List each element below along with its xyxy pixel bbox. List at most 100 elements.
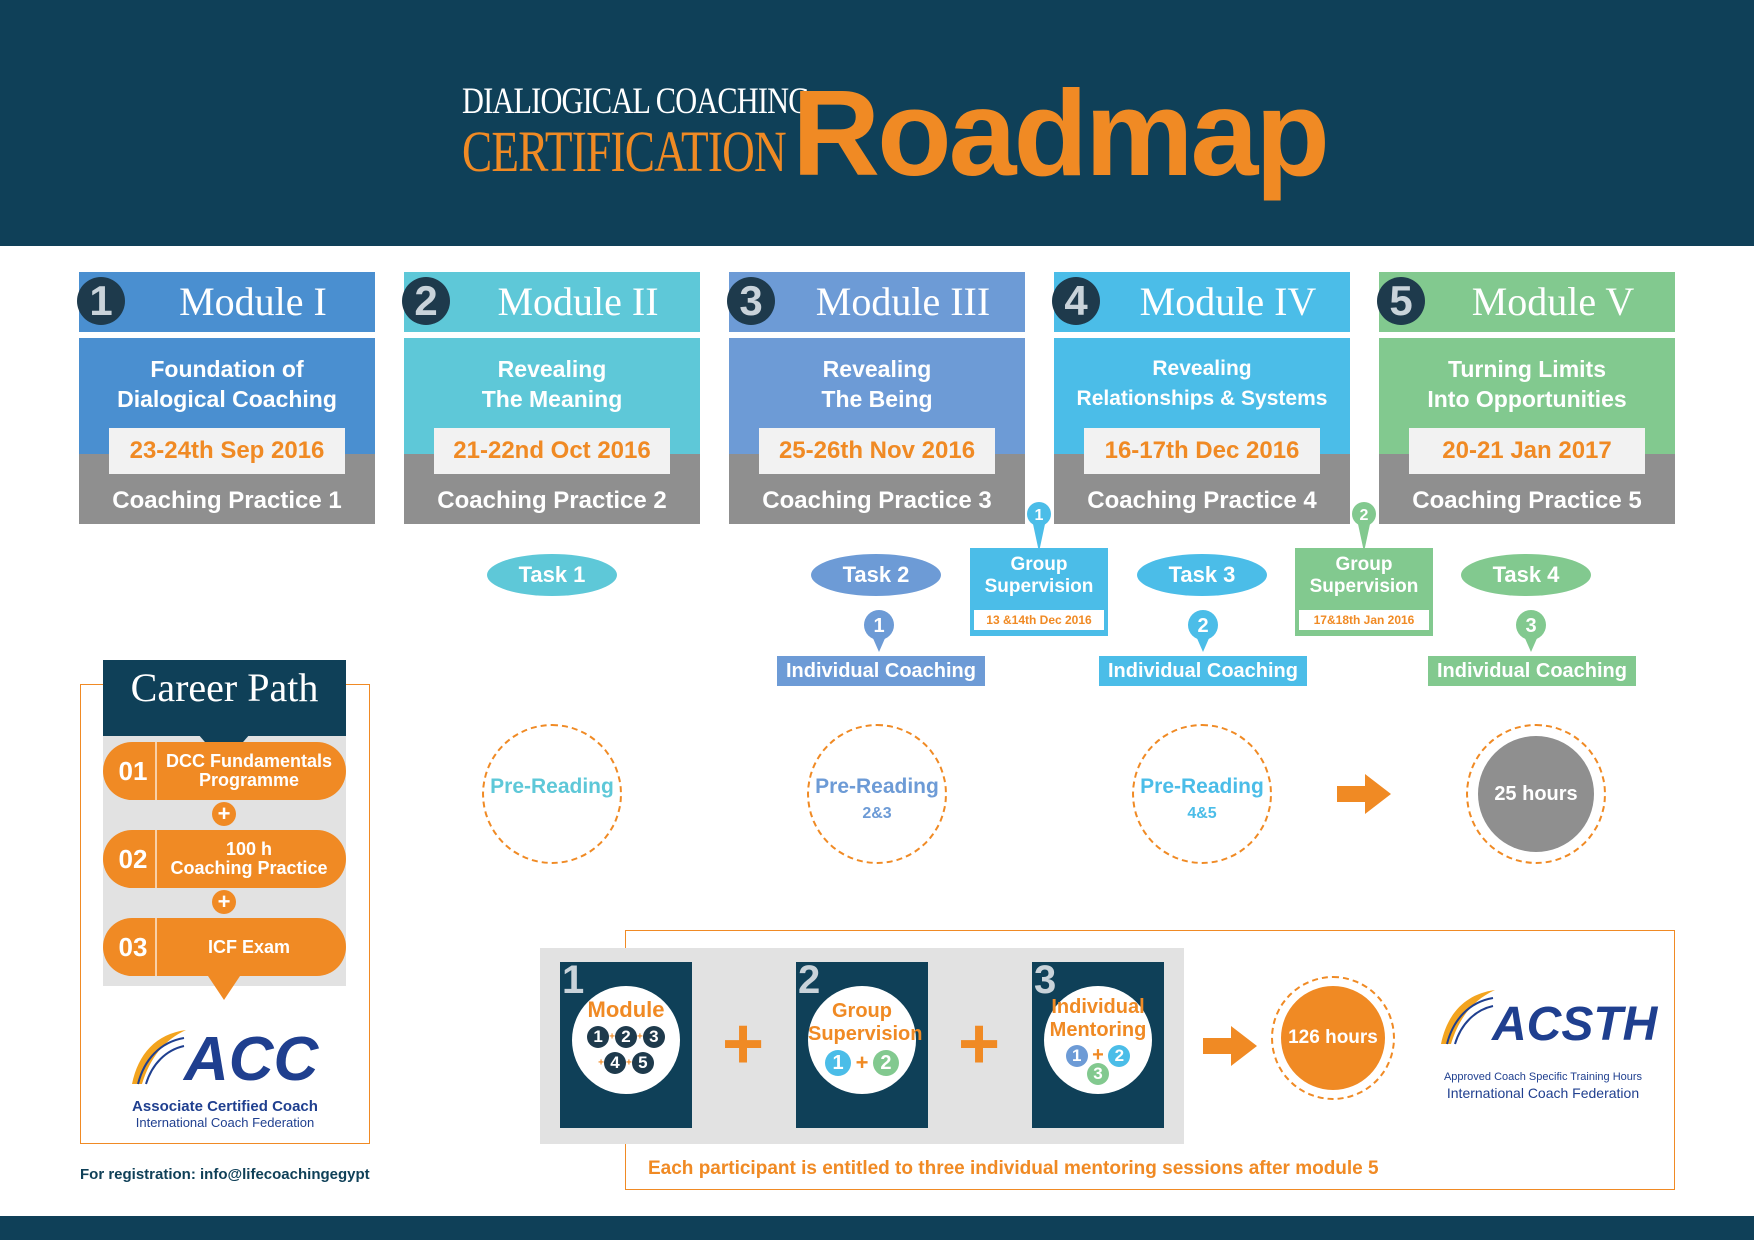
module-number-badge: 3: [727, 277, 775, 325]
formula-item-number: 2: [798, 958, 821, 1002]
module-dot: 5: [631, 1052, 654, 1074]
career-step-number: 03: [118, 932, 148, 962]
plus-glyph: +: [637, 1031, 643, 1043]
task-4-badge: Task 4: [1461, 554, 1591, 596]
individual-coaching-2-label: Individual Coaching: [1099, 656, 1307, 686]
formula-item-number: 3: [1034, 958, 1057, 1002]
svg-text:1: 1: [873, 615, 884, 637]
module-date: 25-26th Nov 2016: [759, 428, 995, 474]
module-header: 2 Module II: [402, 272, 700, 332]
career-step-divider: [155, 742, 157, 800]
title-line-1: DIALIOGICAL COACHING: [462, 81, 810, 122]
pre-reading-sub: 4&5: [1187, 805, 1217, 822]
module-header: 3 Module III: [727, 272, 1025, 332]
module-title: Module V: [1471, 279, 1635, 324]
footer-bar: [0, 1216, 1754, 1240]
individual-coaching-3-label: Individual Coaching: [1428, 656, 1636, 686]
acc-logo-caption: Associate Certified Coach: [132, 1098, 318, 1115]
coaching-practice-label: Coaching Practice 5: [1412, 487, 1642, 514]
mentoring-dot: 2: [1108, 1044, 1131, 1067]
module-number-badge: 5: [1377, 277, 1425, 325]
hours-126-ring: 126 hours: [1271, 976, 1395, 1100]
mentoring-note: Each participant is entitled to three in…: [648, 1158, 1379, 1179]
mentoring-dot: 3: [1087, 1063, 1109, 1085]
module-number-badge: 1: [77, 277, 125, 325]
pre-reading-1: Pre-Reading: [482, 724, 622, 864]
icf-swoosh-icon: [1441, 990, 1495, 1045]
module-title: Module II: [497, 279, 659, 324]
svg-text:3: 3: [1525, 615, 1536, 637]
module-date: 21-22nd Oct 2016: [434, 428, 670, 474]
pre-reading-3: Pre-Reading 4&5: [1132, 724, 1272, 864]
pre-reading-sub: 2&3: [862, 805, 892, 822]
header-banner: DIALIOGICAL COACHING CERTIFICATION Roadm…: [0, 0, 1754, 246]
mentoring-dots-row-2: 3: [1044, 1063, 1152, 1085]
formula-item-title: Module: [587, 997, 665, 1022]
module-dot: 4: [604, 1052, 626, 1074]
module-number-badge: 2: [402, 277, 450, 325]
career-path-title: Career Path: [103, 660, 346, 736]
svg-text:2: 2: [1197, 615, 1208, 637]
module-dot: 1: [587, 1026, 610, 1048]
plus-glyph: +: [855, 1050, 869, 1075]
hours-25-value: 25 hours: [1478, 736, 1594, 852]
task-1-badge: Task 1: [487, 554, 617, 596]
formula-item-circle: Module 1+2+3 +4+5: [572, 986, 680, 1094]
career-step-divider: [155, 830, 157, 888]
acsth-logo-org: International Coach Federation: [1446, 1085, 1640, 1101]
group-dots-row: 1 + 2: [808, 1050, 916, 1076]
module-date: 20-21 Jan 2017: [1409, 428, 1645, 474]
hours-25-ring: 25 hours: [1466, 724, 1606, 864]
group-supervision-date: 13 &14th Dec 2016: [974, 610, 1104, 630]
individual-coaching-2-marker: 2: [1188, 610, 1218, 652]
acc-logo-text: ACC: [184, 1025, 319, 1094]
coaching-practice-label: Coaching Practice 4: [1087, 487, 1317, 514]
plus-glyph: +: [626, 1057, 632, 1069]
arrow-right-icon: [1203, 1026, 1257, 1066]
individual-coaching-1-marker: 1: [864, 610, 894, 652]
group-dot: 2: [872, 1050, 899, 1076]
plus-glyph: +: [609, 1031, 615, 1043]
group-dot: 1: [825, 1050, 852, 1076]
career-step-number: 01: [118, 756, 148, 786]
module-dots-row-2: +4+5: [572, 1052, 680, 1074]
module-title: Module III: [815, 279, 991, 324]
pre-reading-title: Pre-Reading: [1140, 775, 1264, 798]
formula-module-box: 1 Module 1+2+3 +4+5: [560, 958, 692, 1128]
registration-note: For registration: info@lifecoachingegypt: [80, 1166, 370, 1183]
page-title: Roadmap: [792, 65, 1330, 201]
hours-126-value: 126 hours: [1281, 986, 1385, 1090]
task-3-badge: Task 3: [1137, 554, 1267, 596]
title-line-2: CERTIFICATION: [462, 119, 787, 184]
icf-swoosh-icon: [132, 1030, 186, 1085]
individual-coaching-3-marker: 3: [1516, 610, 1546, 652]
career-step-number: 02: [118, 844, 148, 874]
module-header: 4 Module IV: [1052, 272, 1350, 332]
formula-item-number: 1: [562, 958, 585, 1002]
module-title: Module I: [179, 279, 327, 324]
svg-text:2: 2: [1360, 507, 1369, 524]
arrow-down-icon: [208, 976, 240, 1000]
career-step-3: 03 ICF Exam: [103, 918, 346, 976]
group-supervision-date: 17&18th Jan 2016: [1299, 610, 1429, 630]
module-header: 1 Module I: [77, 272, 375, 332]
arrow-right-icon: [1337, 774, 1391, 814]
module-dots-row-1: 1+2+3: [572, 1026, 680, 1048]
acsth-logo-text: ACSTH: [1492, 998, 1658, 1051]
pre-reading-title: Pre-Reading: [815, 775, 939, 798]
